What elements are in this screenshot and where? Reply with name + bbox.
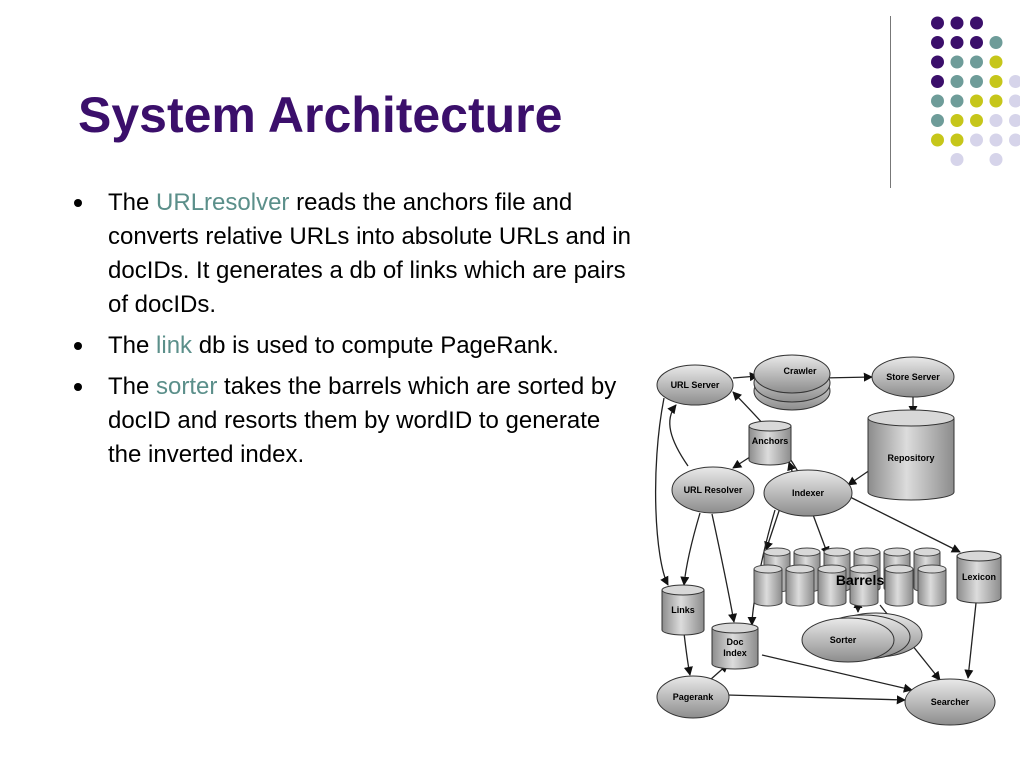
bullet-dot-icon bbox=[74, 199, 82, 207]
decorative-dot bbox=[970, 114, 983, 127]
url-resolver-label: URL Resolver bbox=[684, 485, 743, 495]
store-server-node: Store Server bbox=[871, 356, 955, 398]
url-server-node: URL Server bbox=[656, 364, 734, 406]
decorative-dot bbox=[989, 55, 1003, 69]
edge-urlresolver-urlserver bbox=[667, 404, 689, 467]
edge-indexer-lexicon bbox=[849, 496, 961, 553]
edge-urlresolver-docindex bbox=[711, 513, 738, 623]
url-server-label: URL Server bbox=[671, 380, 720, 390]
pagerank-node: Pagerank bbox=[656, 675, 730, 719]
repository-node: Repository bbox=[867, 409, 955, 501]
decorative-dot bbox=[950, 153, 964, 166]
decorative-dot bbox=[989, 75, 1003, 88]
highlight-term: URLresolver bbox=[156, 189, 290, 216]
bullet-dot-icon bbox=[74, 342, 82, 350]
decorative-dot bbox=[1009, 94, 1020, 108]
pagerank-label: Pagerank bbox=[673, 692, 715, 702]
repository-label: Repository bbox=[887, 453, 934, 463]
url-resolver-node: URL Resolver bbox=[671, 466, 755, 514]
bullet-text-before: The bbox=[108, 373, 157, 400]
bullet-dot-icon bbox=[74, 383, 82, 391]
title-divider bbox=[890, 16, 891, 188]
doc-index-node: Doc Index bbox=[711, 622, 759, 670]
decorative-dot bbox=[950, 114, 964, 127]
edge-urlresolver-links bbox=[680, 512, 701, 586]
highlight-term: sorter bbox=[156, 373, 218, 400]
searcher-label: Searcher bbox=[931, 697, 970, 707]
edge-indexer-barrels bbox=[811, 511, 830, 556]
lexicon-node: Lexicon bbox=[956, 550, 1002, 604]
bullet-item: The URLresolver reads the anchors file a… bbox=[72, 186, 632, 322]
decorative-dot bbox=[950, 36, 964, 49]
edge-links-pagerank bbox=[683, 632, 693, 676]
highlight-term: link bbox=[156, 332, 193, 359]
sorter-node: Sorter bbox=[801, 612, 923, 663]
sorter-label: Sorter bbox=[830, 635, 857, 645]
store-server-label: Store Server bbox=[886, 372, 940, 382]
doc-index-label-line1: Doc bbox=[726, 637, 743, 647]
decorative-dot bbox=[970, 36, 983, 49]
architecture-diagram: Crawler URL Server Store Server Reposito… bbox=[654, 354, 1002, 726]
edge-crawler-storeserver bbox=[821, 372, 873, 382]
indexer-node: Indexer bbox=[763, 469, 853, 517]
anchors-label: Anchors bbox=[752, 436, 789, 446]
edge-lexicon-searcher bbox=[964, 602, 977, 679]
edge-indexer-barrels-left bbox=[764, 507, 781, 551]
decorative-dot bbox=[931, 36, 944, 49]
decorative-dot-grid bbox=[931, 16, 1020, 166]
decorative-dot bbox=[989, 114, 1003, 127]
bullet-text-after: reads the anchors file and converts rela… bbox=[108, 189, 631, 318]
decorative-dot bbox=[950, 55, 964, 69]
anchors-node: Anchors bbox=[748, 420, 792, 466]
decorative-dot bbox=[950, 16, 964, 30]
decorative-dot bbox=[1009, 75, 1020, 88]
edge-pagerank-searcher bbox=[726, 694, 906, 705]
bullet-text-after: takes the barrels which are sorted by do… bbox=[108, 373, 617, 468]
decorative-dot bbox=[950, 75, 964, 88]
decorative-dot bbox=[989, 36, 1003, 49]
bullet-text-after: db is used to compute PageRank. bbox=[192, 332, 559, 359]
decorative-dot bbox=[970, 16, 983, 30]
decorative-dot bbox=[970, 55, 983, 69]
barrels-label: Barrels bbox=[836, 572, 884, 588]
lexicon-label: Lexicon bbox=[962, 572, 996, 582]
bullet-item: The link db is used to compute PageRank. bbox=[72, 329, 632, 363]
bullet-list: The URLresolver reads the anchors file a… bbox=[72, 186, 632, 479]
decorative-dot bbox=[970, 94, 983, 108]
edge-docindex-searcher bbox=[761, 654, 913, 693]
decorative-dot bbox=[931, 75, 944, 88]
edge-urlserver-links bbox=[654, 397, 669, 586]
doc-index-label-line2: Index bbox=[723, 648, 747, 658]
decorative-dot bbox=[1009, 133, 1020, 147]
crawler-node: Crawler bbox=[753, 354, 831, 411]
decorative-dot bbox=[950, 133, 964, 147]
bullet-item: The sorter takes the barrels which are s… bbox=[72, 370, 632, 472]
indexer-label: Indexer bbox=[792, 488, 825, 498]
decorative-dot bbox=[931, 94, 944, 108]
decorative-dot bbox=[970, 133, 983, 147]
slide-title: System Architecture bbox=[78, 87, 563, 143]
searcher-node: Searcher bbox=[904, 678, 996, 726]
edge-repository-indexer bbox=[847, 469, 871, 486]
bullet-text-before: The bbox=[108, 189, 157, 216]
barrels-group: Barrels bbox=[753, 547, 947, 607]
decorative-dot bbox=[931, 16, 944, 30]
decorative-dot bbox=[931, 55, 944, 69]
bullet-text-before: The bbox=[108, 332, 157, 359]
decorative-dot bbox=[950, 94, 964, 108]
decorative-dot bbox=[989, 94, 1003, 108]
decorative-dot bbox=[989, 133, 1003, 147]
decorative-dot bbox=[989, 153, 1003, 166]
decorative-dot bbox=[970, 75, 983, 88]
links-label: Links bbox=[671, 605, 695, 615]
decorative-dot bbox=[931, 114, 944, 127]
decorative-dot bbox=[931, 133, 944, 147]
links-node: Links bbox=[661, 584, 705, 636]
crawler-label: Crawler bbox=[783, 366, 817, 376]
decorative-dot bbox=[1009, 114, 1020, 127]
